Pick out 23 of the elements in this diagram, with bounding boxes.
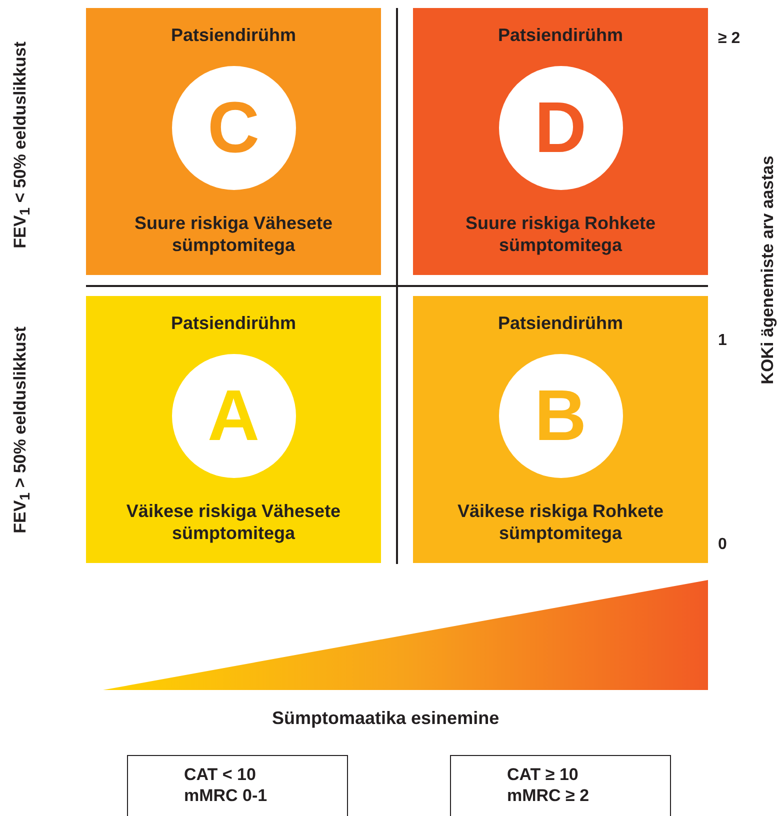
- quadrant-box: [413, 296, 708, 563]
- axis-label: KOKi ägenemiste arv aastas: [758, 156, 778, 384]
- risk-description: Suure riskiga Rohkete sümptomitega: [464, 212, 657, 256]
- risk-description: Väikese riskiga Rohkete sümptomitega: [456, 500, 665, 544]
- group-heading: Patsiendirühm: [498, 312, 624, 334]
- group-letter-circle: C: [172, 66, 296, 190]
- quadrant-box: [413, 8, 708, 275]
- tick-label: 0: [718, 536, 727, 554]
- tick-label: ≥ 2: [718, 30, 740, 48]
- group-heading: Patsiendirühm: [170, 24, 296, 46]
- quadrant-box: [86, 296, 381, 563]
- criteria-box: CAT < 10 mMRC 0-1: [127, 755, 348, 816]
- criteria-box: CAT ≥ 10 mMRC ≥ 2: [450, 755, 671, 816]
- tick-label: 1: [718, 332, 727, 350]
- risk-description: Väikese riskiga Vähesete sümptomitega: [125, 500, 342, 544]
- group-letter-circle: D: [498, 66, 622, 190]
- group-heading: Patsiendirühm: [170, 312, 296, 334]
- group-heading: Patsiendirühm: [498, 24, 624, 46]
- group-letter-circle: A: [172, 354, 296, 478]
- group-letter-circle: B: [498, 354, 622, 478]
- axis-label: Sümptomaatika esinemine: [272, 708, 500, 729]
- quadrant-box: [86, 8, 381, 275]
- risk-description: Suure riskiga Vähesete sümptomitega: [133, 212, 334, 256]
